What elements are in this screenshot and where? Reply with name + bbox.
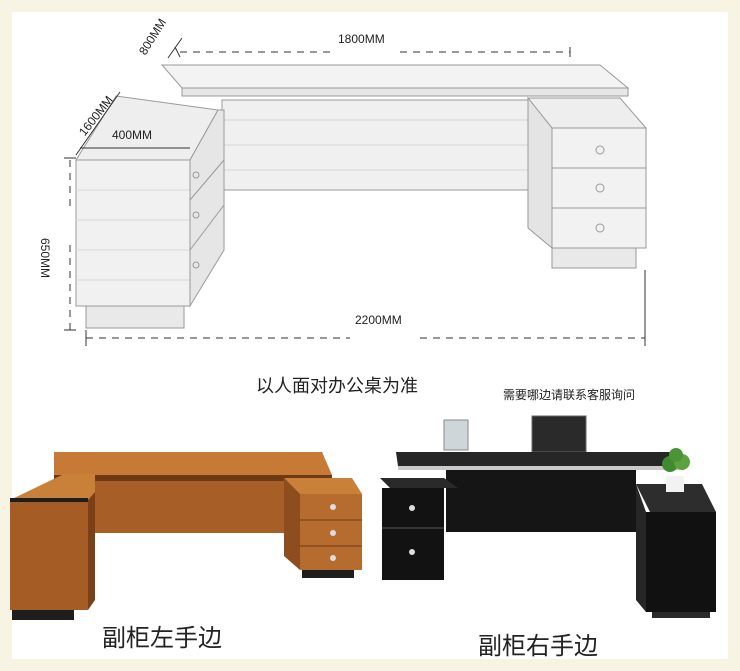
orientation-note: 以人面对办公桌为准 bbox=[256, 376, 418, 397]
right-variant-caption: 副柜右手边 bbox=[478, 632, 598, 660]
total-length-label: 2200MM bbox=[355, 313, 402, 327]
desk-sketch-diagram bbox=[64, 37, 648, 346]
length-top-label: 1800MM bbox=[338, 32, 385, 46]
side-depth-label: 400MM bbox=[112, 128, 153, 142]
contact-note: 需要哪边请联系客服询问 bbox=[503, 388, 636, 402]
height-label: 650MM bbox=[38, 238, 52, 279]
left-variant-caption: 副柜左手边 bbox=[102, 624, 222, 652]
